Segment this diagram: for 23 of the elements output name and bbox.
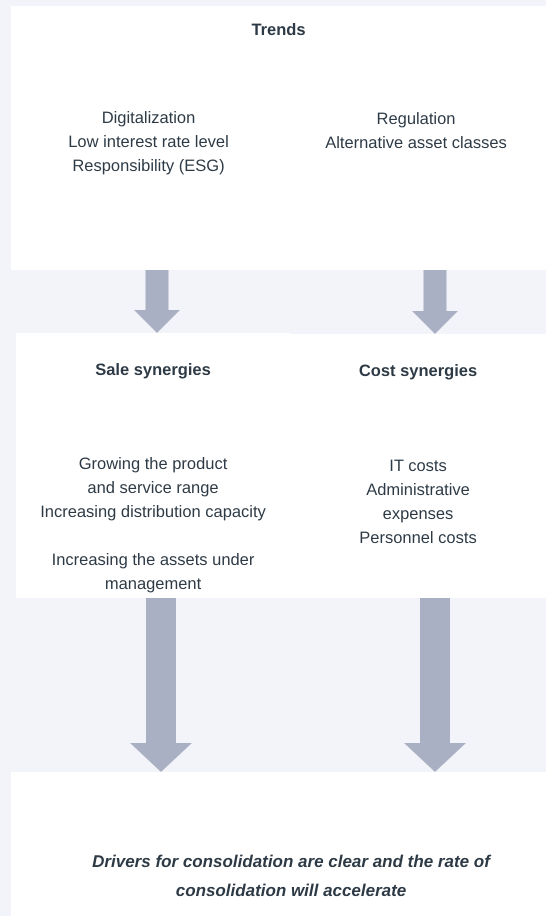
conclusion-box xyxy=(11,772,546,916)
list-item: Personnel costs xyxy=(358,528,478,549)
list-item: Increasing the assets under management xyxy=(50,550,256,595)
block-arrow xyxy=(130,598,192,772)
block-arrow xyxy=(404,598,466,772)
list-item: IT costs xyxy=(388,456,448,477)
trends-box xyxy=(11,6,546,270)
list-item: Regulation xyxy=(376,109,456,130)
list-item: Alternative asset classes xyxy=(324,133,508,154)
list-item: Responsibility (ESG) xyxy=(71,156,226,177)
synergy-box xyxy=(290,334,546,598)
box-heading: Sale synergies xyxy=(94,360,212,381)
block-arrow xyxy=(412,270,458,334)
list-item: Increasing distribution capacity xyxy=(39,502,267,523)
block-arrow xyxy=(134,270,180,333)
list-item: Low interest rate level xyxy=(67,132,230,153)
conclusion-text: Drivers for consolidation are clear and the rate of consolidation will accelerate xyxy=(91,851,492,902)
synergy-box xyxy=(16,333,290,598)
box-heading: Cost synergies xyxy=(358,361,478,382)
box-heading: Trends xyxy=(250,20,307,41)
list-item: Administrative expenses xyxy=(365,480,471,525)
list-item: Growing the product and service range xyxy=(78,454,228,499)
list-item: Digitalization xyxy=(100,108,196,129)
